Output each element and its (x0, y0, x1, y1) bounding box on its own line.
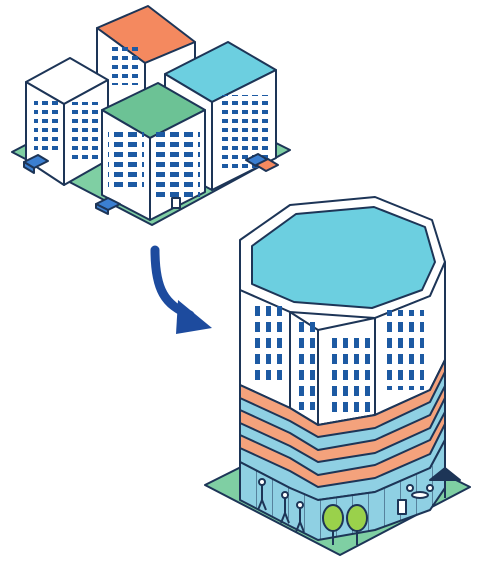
cafe-table-icon (406, 484, 434, 499)
office-cluster-icon (11, 5, 291, 226)
signboard-icon (397, 499, 407, 515)
person-walking-1 (257, 478, 267, 511)
tree-left (322, 504, 344, 545)
tree-right (346, 504, 368, 545)
car-blue-front (95, 197, 121, 215)
person-walking-2 (280, 491, 290, 524)
tower-upper-facade (239, 261, 446, 426)
person-walking-3 (295, 501, 305, 533)
car-blue-left (23, 154, 49, 174)
car-orange-right (255, 158, 279, 172)
tower-roof (239, 196, 446, 319)
building-left (25, 57, 109, 186)
octagonal-tower-icon (204, 196, 471, 556)
building-green-roof (101, 82, 206, 221)
curved-arrow-icon (150, 245, 212, 334)
cafe-umbrella-icon (429, 467, 461, 498)
